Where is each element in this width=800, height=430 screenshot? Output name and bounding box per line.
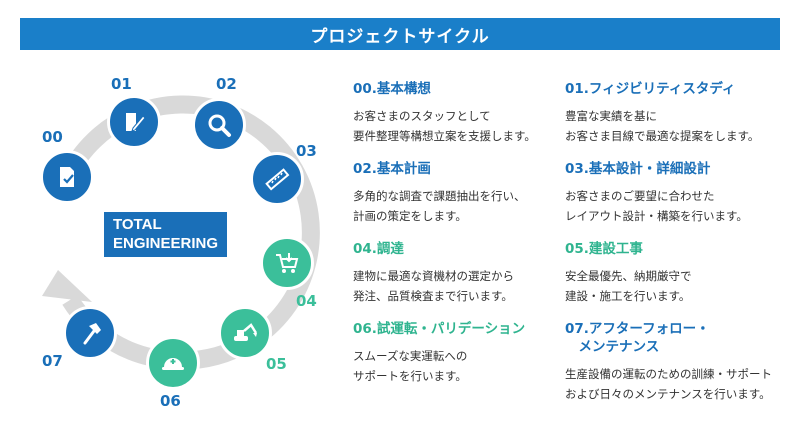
step-body: スムーズな実運転への サポートを行います。 <box>353 349 468 383</box>
step-body: 多角的な調査で課題抽出を行い、 計画の策定をします。 <box>353 189 526 223</box>
step-title: 05.建設工事 <box>565 241 643 257</box>
node-number-06: 06 <box>160 392 181 410</box>
project-cycle-diagram: 00 01 02 03 04 05 06 07 TOTAL ENGINEERIN… <box>0 0 340 430</box>
step-title: 00.基本構想 <box>353 81 431 97</box>
center-label-line1: TOTAL <box>113 216 162 233</box>
excavator-icon <box>218 306 272 360</box>
step-title: 02.基本計画 <box>353 161 431 177</box>
node-number-03: 03 <box>296 142 317 160</box>
center-label-line2: ENGINEERING <box>113 235 219 252</box>
cart-icon <box>260 236 314 290</box>
step-06: 06.試運転・パリデーション スムーズな実運転への サポートを行います。 <box>353 320 563 386</box>
step-02: 02.基本計画 多角的な調査で課題抽出を行い、 計画の策定をします。 <box>353 160 563 226</box>
step-body: お客さまのご要望に合わせた レイアウト設計・構築を行います。 <box>565 189 748 223</box>
step-body: 建物に最適な資機材の選定から 発注、品質検査まで行います。 <box>353 269 514 303</box>
total-engineering-label: TOTAL ENGINEERING <box>104 212 228 257</box>
hard-hat-icon <box>146 336 200 390</box>
step-03: 03.基本設計・詳細設計 お客さまのご要望に合わせた レイアウト設計・構築を行い… <box>565 160 775 226</box>
node-number-05: 05 <box>266 355 287 373</box>
step-00: 00.基本構想 お客さまのスタッフとして 要件整理等構想立案を支援します。 <box>353 80 563 146</box>
step-title: 07.アフターフォロー・ メンテナンス <box>565 321 710 355</box>
step-01: 01.フィジビリティスタディ 豊富な実績を基に お客さま目線で最適な提案をします… <box>565 80 775 146</box>
step-05: 05.建設工事 安全最優先、納期厳守で 建設・施工を行います。 <box>565 240 775 306</box>
step-body: 安全最優先、納期厳守で 建設・施工を行います。 <box>565 269 692 303</box>
step-body: 生産設備の運転のための訓練・サポート および日々のメンテナンスを行います。 <box>565 367 772 401</box>
step-body: お客さまのスタッフとして 要件整理等構想立案を支援します。 <box>353 109 536 143</box>
document-check-icon <box>40 150 94 204</box>
step-title: 04.調達 <box>353 241 404 257</box>
step-body: 豊富な実績を基に お客さま目線で最適な提案をします。 <box>565 109 760 143</box>
node-number-02: 02 <box>216 75 237 93</box>
ruler-icon <box>250 152 304 206</box>
step-title: 03.基本設計・詳細設計 <box>565 161 711 177</box>
node-number-04: 04 <box>296 292 317 310</box>
search-icon <box>192 98 246 152</box>
hammer-icon <box>63 306 117 360</box>
page-title-bar: プロジェクトサイクル <box>20 18 780 50</box>
page-title: プロジェクトサイクル <box>310 26 490 47</box>
step-title: 06.試運転・パリデーション <box>353 321 526 337</box>
step-title: 01.フィジビリティスタディ <box>565 81 736 97</box>
node-number-01: 01 <box>111 75 132 93</box>
step-07: 07.アフターフォロー・ メンテナンス 生産設備の運転のための訓練・サポート お… <box>565 320 790 404</box>
node-number-00: 00 <box>42 128 63 146</box>
node-number-07: 07 <box>42 352 63 370</box>
cycle-arrow-head <box>42 270 92 302</box>
document-pencil-icon <box>107 95 161 149</box>
step-04: 04.調達 建物に最適な資機材の選定から 発注、品質検査まで行います。 <box>353 240 563 306</box>
